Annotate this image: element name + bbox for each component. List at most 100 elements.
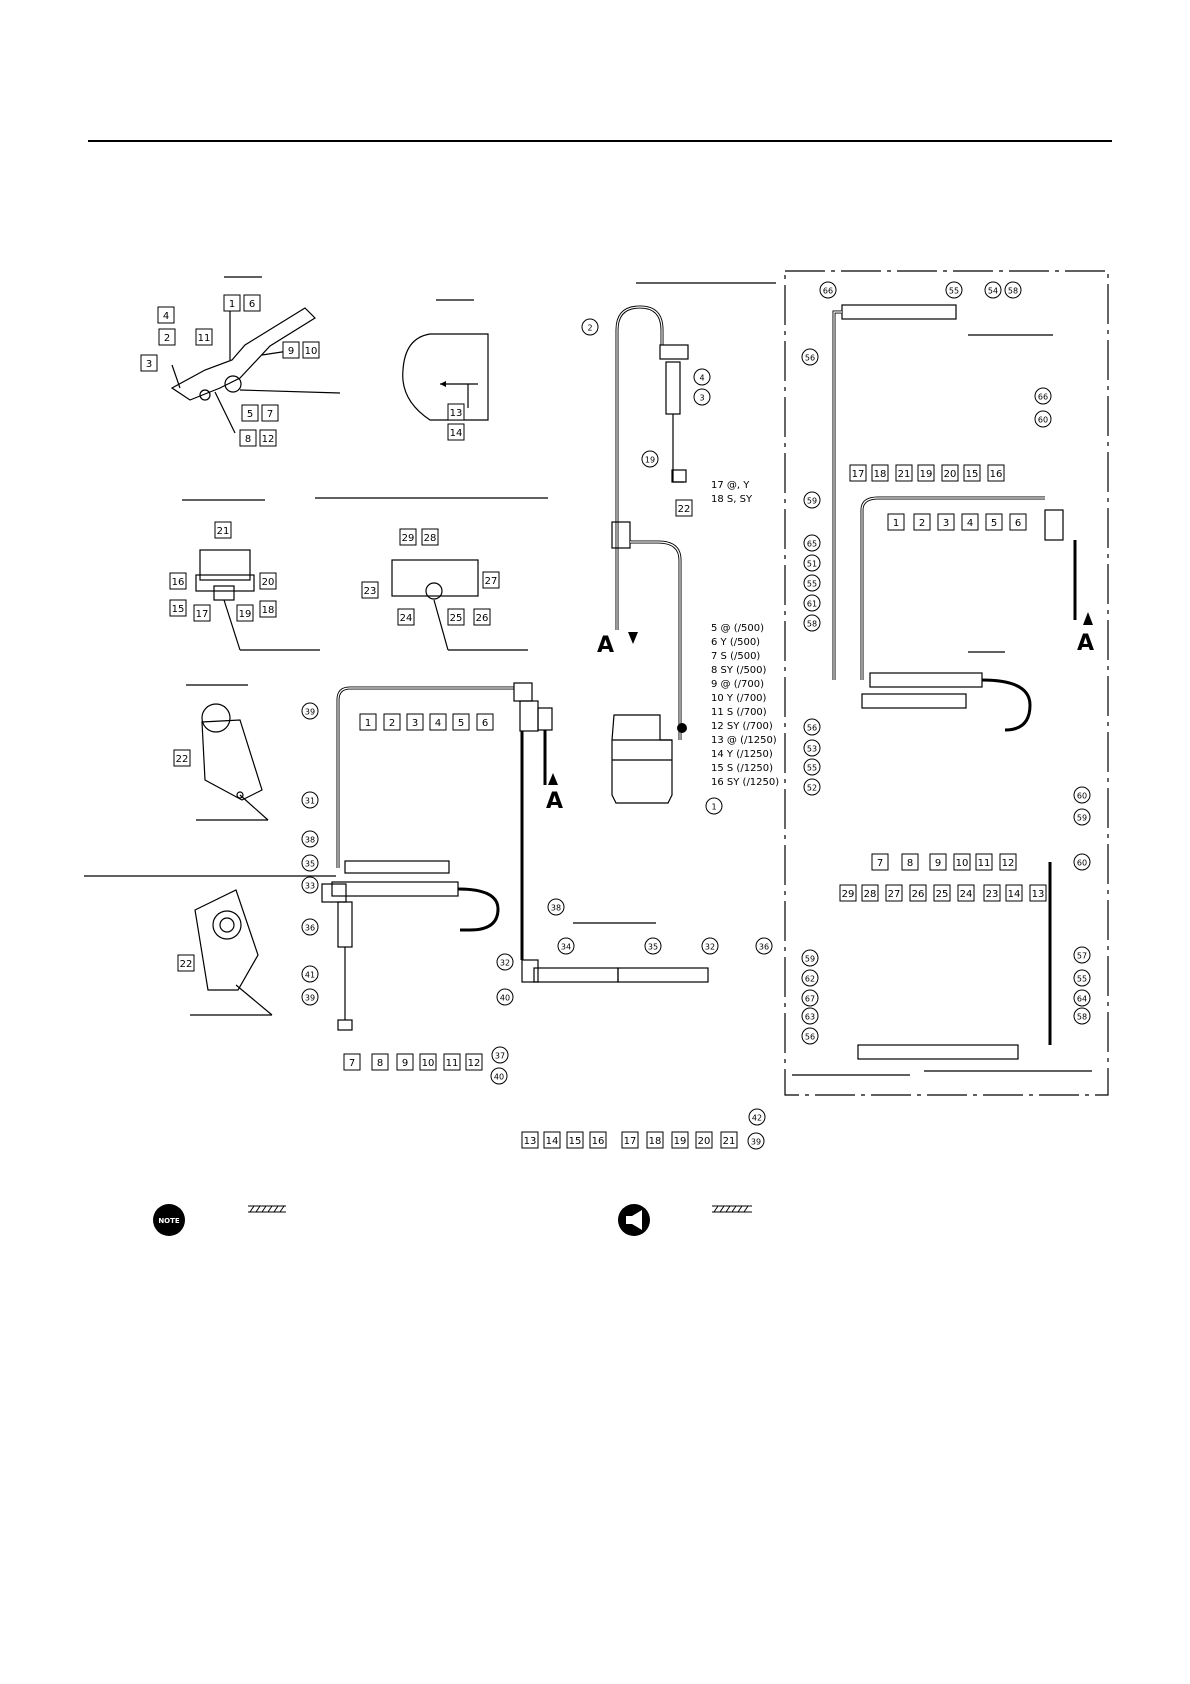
- box-callout-detail_a-7: 7: [261, 404, 279, 422]
- circle-callout-label: 57: [1077, 952, 1087, 961]
- box-callout-label: 26: [476, 613, 489, 624]
- key-6: 6 Y (/500): [711, 637, 760, 648]
- box-callout-right_bottom_row-24: 24: [957, 884, 975, 902]
- box-callout-label: 14: [1008, 889, 1021, 900]
- box-callout-label: 17: [624, 1136, 637, 1147]
- circle-callout-label: 56: [805, 1033, 815, 1042]
- box-callout-right_low_row-12: 12: [999, 853, 1017, 871]
- box-callout-main_mid_bottom-18: 18: [646, 1131, 664, 1149]
- circle-callout-label: 60: [1077, 859, 1087, 868]
- circle-callout-pump-4: 4: [693, 368, 711, 386]
- box-callout-label: 12: [1002, 858, 1015, 869]
- circle-callout-left_main-31: 31: [301, 791, 319, 809]
- box-callout-label: 20: [944, 469, 957, 480]
- circle-callout-label: 52: [807, 784, 817, 793]
- detail-f: [84, 875, 336, 1016]
- box-callout-main_left_top-1: 1: [359, 713, 377, 731]
- key-5: 5 @ (/500): [711, 623, 764, 634]
- circle-callout-right_panel-67: 67: [801, 989, 819, 1007]
- box-callout-label: 21: [898, 469, 911, 480]
- circle-callout-label: 55: [807, 764, 817, 773]
- circle-callout-right_panel-64: 64: [1073, 989, 1091, 1007]
- circle-callout-right_panel-55: 55: [1073, 969, 1091, 987]
- circle-callout-label: 38: [551, 904, 561, 913]
- box-callout-detail_c-17: 17: [193, 604, 211, 622]
- circle-callout-right_panel-65: 65: [803, 534, 821, 552]
- box-callout-detail_a-9: 9: [282, 341, 300, 359]
- circle-callout-right_panel-63: 63: [801, 1007, 819, 1025]
- box-callout-right_mid_row-4: 4: [961, 513, 979, 531]
- box-callout-label: 9: [288, 346, 294, 357]
- box-callout-main_left_top-6: 6: [476, 713, 494, 731]
- box-callout-label: 5: [247, 409, 253, 420]
- circle-callout-right_panel-61: 61: [803, 594, 821, 612]
- circle-callout-label: 56: [805, 354, 815, 363]
- circle-callout-label: 58: [807, 620, 817, 629]
- box-callout-label: 8: [245, 434, 251, 445]
- box-callout-right_top_row-20: 20: [941, 464, 959, 482]
- box-callout-right_mid_row-2: 2: [913, 513, 931, 531]
- circle-callout-mid_main-39: 39: [747, 1132, 765, 1150]
- circle-callout-label: 40: [500, 994, 510, 1003]
- circle-callout-pump-19: 19: [641, 450, 659, 468]
- box-callout-right_mid_row-3: 3: [937, 513, 955, 531]
- box-callout-main_left_top-2: 2: [383, 713, 401, 731]
- circle-callout-label: 36: [759, 943, 769, 952]
- box-callout-detail_d-25: 25: [447, 608, 465, 626]
- box-callout-label: 3: [146, 359, 152, 370]
- box-callout-detail_f-22: 22: [177, 954, 195, 972]
- box-callout-label: 17: [196, 609, 209, 620]
- box-callout-label: 13: [1032, 889, 1045, 900]
- circle-callout-mid_main-42: 42: [748, 1108, 766, 1126]
- box-callout-label: 8: [907, 858, 913, 869]
- circle-callout-label: 63: [805, 1013, 815, 1022]
- circle-callout-label: 32: [500, 959, 510, 968]
- circle-callout-label: 39: [751, 1138, 761, 1147]
- box-callout-detail_c-21: 21: [214, 521, 232, 539]
- circle-callout-right_panel-55: 55: [945, 281, 963, 299]
- box-callout-label: 7: [877, 858, 883, 869]
- circle-callout-label: 3: [699, 394, 704, 403]
- box-callout-main_left_top-3: 3: [406, 713, 424, 731]
- circle-callout-left_main-33: 33: [301, 876, 319, 894]
- circle-callout-right_panel-56: 56: [801, 1027, 819, 1045]
- circle-callout-left_main-40: 40: [496, 988, 514, 1006]
- box-callout-right_low_row-11: 11: [975, 853, 993, 871]
- box-callout-right_mid_row-5: 5: [985, 513, 1003, 531]
- box-callout-label: 25: [936, 889, 949, 900]
- box-callout-detail_d-24: 24: [397, 608, 415, 626]
- circle-callout-mid_main-35: 35: [644, 937, 662, 955]
- box-callout-detail_e-22: 22: [173, 749, 191, 767]
- circle-callout-label: 58: [1008, 287, 1018, 296]
- box-callout-detail_d-28: 28: [421, 528, 439, 546]
- mid-manifold: [521, 922, 709, 983]
- detail-e: [186, 684, 269, 821]
- box-callout-label: 7: [267, 409, 273, 420]
- circle-callout-label: 67: [805, 995, 815, 1004]
- circle-callout-label: 55: [807, 580, 817, 589]
- circle-callout-mid_main-38: 38: [547, 898, 565, 916]
- circle-callout-right_panel-56: 56: [801, 348, 819, 366]
- box-callout-right_low_row-8: 8: [901, 853, 919, 871]
- box-callout-label: 1: [893, 518, 899, 529]
- note-badge-text: NOTE: [158, 1217, 180, 1225]
- box-callout-label: 7: [349, 1058, 355, 1069]
- key-11: 11 S (/700): [711, 707, 767, 718]
- circle-callout-right_panel-60: 60: [1034, 410, 1052, 428]
- box-callout-right_low_row-7: 7: [871, 853, 889, 871]
- circle-callout-label: 59: [1077, 814, 1087, 823]
- circle-callout-right_panel-59: 59: [1073, 808, 1091, 826]
- circle-callout-left_main-39: 39: [301, 988, 319, 1006]
- circle-callout-right_panel-58: 58: [1004, 281, 1022, 299]
- box-callout-label: 26: [912, 889, 925, 900]
- box-callout-label: 2: [164, 333, 170, 344]
- box-callout-detail_a-10: 10: [302, 341, 320, 359]
- box-callout-label: 5: [458, 718, 464, 729]
- circle-callout-label: 2: [587, 324, 592, 333]
- circle-callout-label: 55: [949, 287, 959, 296]
- key-13: 13 @ (/1250): [711, 735, 777, 746]
- box-callout-main_left_bottom-7: 7: [343, 1053, 361, 1071]
- box-callout-right_low_row-9: 9: [929, 853, 947, 871]
- circle-callout-pump-2: 2: [581, 318, 599, 336]
- box-callout-main_left_bottom-10: 10: [419, 1053, 437, 1071]
